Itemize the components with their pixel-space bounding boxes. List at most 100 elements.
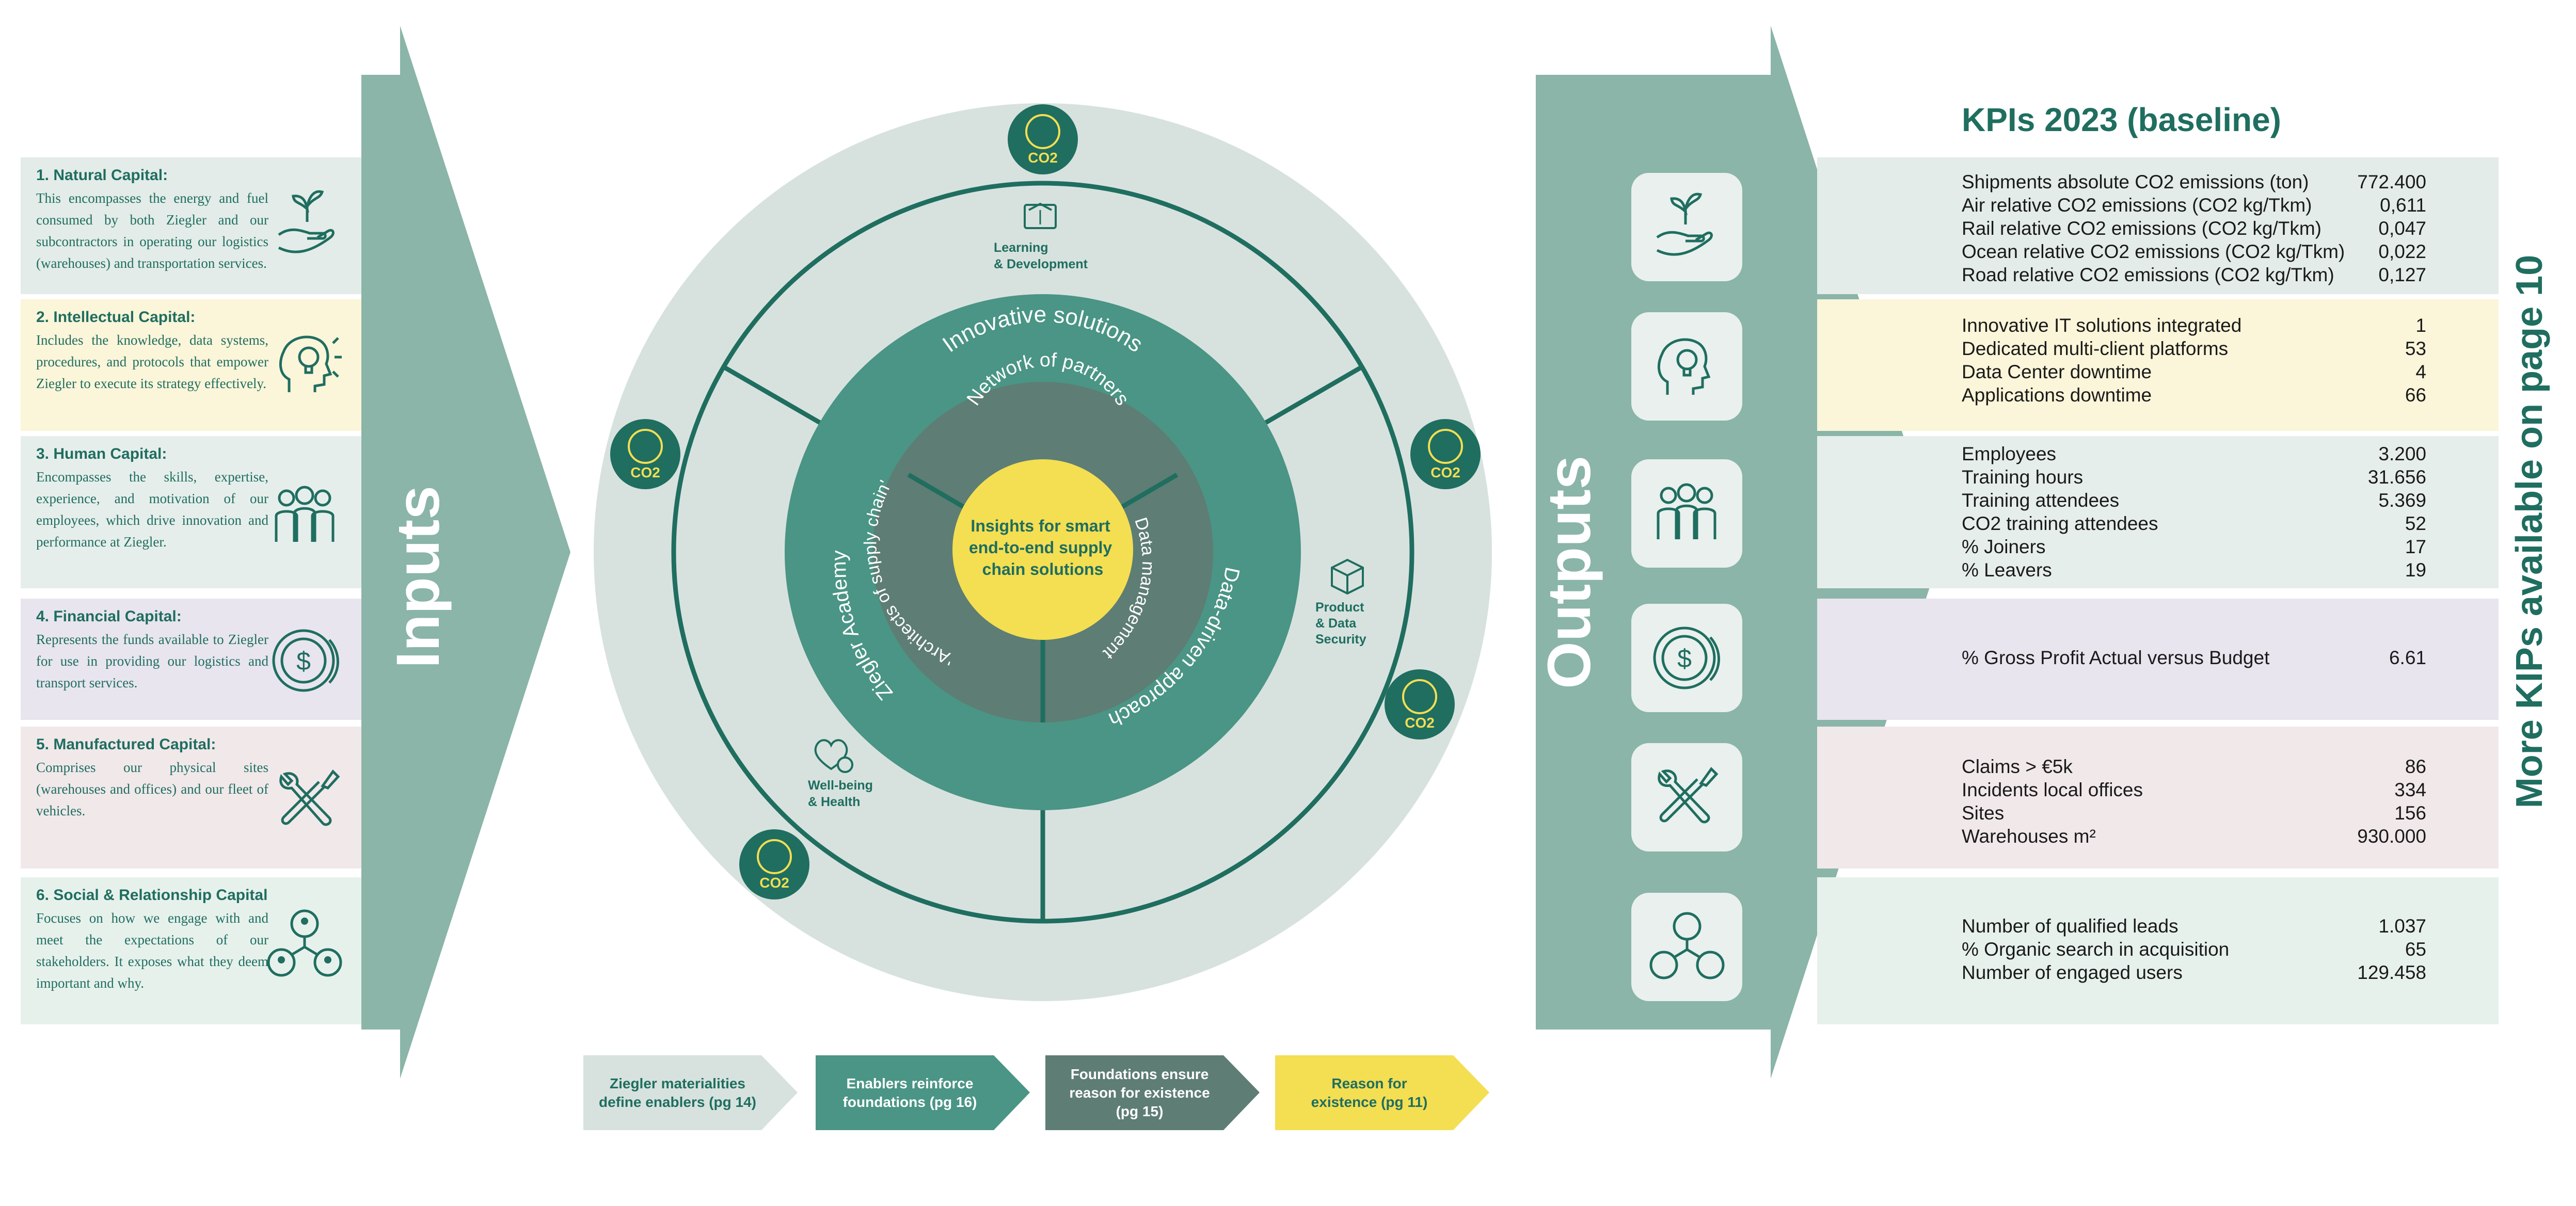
kpi-value: 129.458: [2357, 962, 2426, 983]
kpi-value: 52: [2405, 513, 2426, 534]
kpi-value: 1: [2415, 315, 2426, 336]
wrench-screwdriver-icon: [279, 769, 340, 826]
inputs-arrow: [361, 26, 570, 1079]
product-security-icon: [1331, 558, 1364, 595]
kpi-row: Data Center downtime 4: [1962, 360, 2426, 383]
inputs-label: Inputs: [384, 486, 452, 668]
capital-description: Comprises our physical sites (warehouses…: [36, 760, 268, 818]
divider-inner-left: [907, 473, 972, 513]
kpi-value: 53: [2405, 338, 2426, 359]
output-icon-tile: [1631, 459, 1742, 568]
stakeholder-network-icon: [267, 909, 342, 977]
kpi-value: 334: [2394, 779, 2426, 800]
svg-text:CO2: CO2: [1028, 150, 1058, 166]
capital-card-financial: 4. Financial Capital: Represents the fun…: [21, 599, 361, 720]
output-icon-tile: [1631, 173, 1742, 281]
capital-title: 1. Natural Capital:: [36, 167, 168, 184]
kpi-label: % Gross Profit Actual versus Budget: [1962, 647, 2270, 668]
kpi-label: Road relative CO2 emissions (CO2 kg/Tkm): [1962, 264, 2334, 285]
kpi-value: 156: [2394, 802, 2426, 824]
dollar-coin-icon: $: [1653, 626, 1720, 689]
core-text: Insights for smart end-to-end supply cha…: [969, 517, 1117, 578]
wellbeing-heart-icon: [814, 739, 853, 773]
kpi-label: Sites: [1962, 802, 2005, 824]
svg-text:CO2: CO2: [1430, 464, 1460, 480]
step-arrow-2: [816, 1055, 1030, 1130]
step-arrow-1: [583, 1055, 798, 1130]
kpi-label: Warehouses m²: [1962, 826, 2096, 847]
product-security-label: Product & Data Security: [1315, 600, 1367, 647]
stakeholder-network-icon: [1649, 912, 1725, 979]
output-icon-tile: [1631, 893, 1742, 1001]
kpi-label: Incidents local offices: [1962, 779, 2143, 800]
kpi-label: % Organic search in acquisition: [1962, 939, 2230, 960]
kpi-value: 772.400: [2357, 171, 2426, 192]
capital-description: Focuses on how we engage with and meet t…: [36, 910, 268, 991]
kpi-row: Incidents local offices 334: [1962, 778, 2426, 801]
wellbeing-label: Well-being & Health: [808, 778, 877, 809]
kpi-label: Rail relative CO2 emissions (CO2 kg/Tkm): [1962, 218, 2321, 239]
plant-in-hand-icon: [278, 190, 335, 253]
kpi-label: Employees: [1962, 443, 2057, 464]
capital-description: Includes the knowledge, data systems, pr…: [36, 332, 268, 391]
kpi-value: 66: [2405, 384, 2426, 406]
head-lightbulb-icon: [1657, 338, 1711, 395]
people-group-icon: [275, 486, 335, 542]
capital-title: 3. Human Capital:: [36, 445, 167, 462]
kpi-label: Innovative IT solutions integrated: [1962, 315, 2242, 336]
plant-in-hand-icon: [1656, 192, 1713, 256]
svg-text:CO2: CO2: [630, 464, 660, 480]
kpi-value: 0,127: [2378, 264, 2426, 285]
kpi-value: 17: [2405, 536, 2426, 557]
more-kips-note: More KIPs available on page 10: [2509, 254, 2550, 809]
kpi-value: 0,047: [2378, 218, 2426, 239]
co2-badge: CO2: [739, 829, 809, 899]
output-icon-tile: [1631, 312, 1742, 421]
co2-badge: CO2: [1008, 104, 1078, 174]
wrench-screwdriver-icon: [1658, 767, 1719, 824]
capital-title: 5. Manufactured Capital:: [36, 736, 216, 753]
outputs-label: Outputs: [1535, 455, 1603, 689]
capital-card-intellectual: 2. Intellectual Capital: Includes the kn…: [21, 299, 361, 431]
kpi-value: 19: [2405, 559, 2426, 581]
kpis-title: KPIs 2023 (baseline): [1962, 101, 2281, 138]
kpi-group-intellectual: Innovative IT solutions integrated 1 Dedi…: [1817, 299, 2499, 431]
kpi-group-financial: % Gross Profit Actual versus Budget 6.61: [1817, 599, 2499, 720]
svg-text:$: $: [296, 647, 311, 676]
people-group-icon: [1657, 483, 1716, 539]
head-lightbulb-icon: [279, 335, 342, 392]
co2-badge: CO2: [1385, 669, 1455, 739]
kpi-label: Data Center downtime: [1962, 361, 2152, 382]
learning-label: Learning & Development: [994, 240, 1088, 271]
learning-development-icon: [1024, 202, 1057, 229]
kpi-label: Training hours: [1962, 467, 2084, 488]
kpi-value: 4: [2415, 361, 2426, 382]
svg-text:$: $: [1677, 644, 1692, 673]
capital-card-human: 3. Human Capital: Encompasses the skills…: [21, 436, 361, 588]
kpi-group-natural: Shipments absolute CO2 emissions (ton)77…: [1817, 157, 2499, 294]
capital-description: Represents the funds available to Ziegle…: [36, 632, 268, 690]
kpi-value: 1.037: [2378, 915, 2426, 937]
kpi-value: 6.61: [2389, 647, 2426, 668]
output-icon-tile: $: [1631, 604, 1742, 712]
kpi-row: Road relative CO2 emissions (CO2 kg/Tkm)…: [1962, 263, 2426, 286]
svg-text:CO2: CO2: [759, 875, 789, 891]
step-arrow-3: [1045, 1055, 1260, 1130]
kpi-label: Ocean relative CO2 emissions (CO2 kg/Tkm…: [1962, 241, 2345, 262]
capital-title: 4. Financial Capital:: [36, 608, 182, 625]
kpi-value: 5.369: [2378, 490, 2426, 511]
